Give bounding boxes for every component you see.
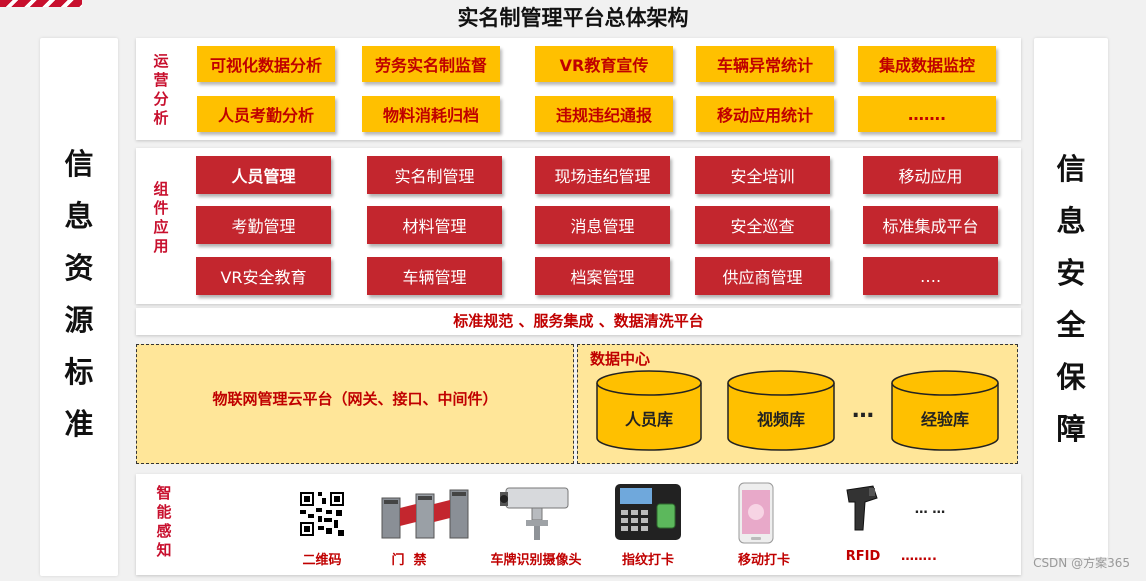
right-column-char: 全 bbox=[1056, 308, 1086, 342]
components-label-char: 应 bbox=[153, 218, 169, 236]
access-gate-label: 门 禁 bbox=[391, 553, 427, 568]
personnel-db-label: 人员库 bbox=[624, 410, 673, 429]
components-label-char: 件 bbox=[153, 199, 169, 217]
left-column-char: 信 bbox=[64, 147, 94, 181]
video-db-label: 视频库 bbox=[756, 410, 805, 429]
operations-label-char: 运 bbox=[153, 52, 169, 70]
ops-realname-supervision-box: 劳务实名制监督 bbox=[362, 46, 500, 82]
right-column-char: 保 bbox=[1056, 360, 1086, 394]
ops-integration-monitor-box: 集成数据监控 bbox=[858, 46, 996, 82]
ops-vr-education-box: VR教育宣传 bbox=[535, 46, 673, 82]
sensing-label-char: 能 bbox=[156, 503, 172, 521]
left-column-char: 息 bbox=[64, 199, 94, 233]
access-gate-icon bbox=[380, 484, 472, 546]
fingerprint-label: 指纹打卡 bbox=[621, 553, 674, 568]
left-column-char: 源 bbox=[64, 303, 94, 337]
rfid-label: RFID bbox=[845, 549, 881, 564]
comp-integration-platform-box: 标准集成平台 bbox=[863, 206, 998, 244]
iot-platform-label: 物联网管理云平台（网关、接口、中间件） bbox=[212, 390, 498, 408]
comp-vr-safety-box: VR安全教育 bbox=[196, 257, 331, 295]
comp-materials-box: 材料管理 bbox=[367, 206, 502, 244]
camera-label: 车牌识别摄像头 bbox=[490, 553, 582, 568]
ops-vehicle-anomaly-box: 车辆异常统计 bbox=[696, 46, 834, 82]
comp-attendance-box: 考勤管理 bbox=[196, 206, 331, 244]
left-column-char: 准 bbox=[64, 407, 94, 441]
iot-platform-panel bbox=[136, 344, 574, 464]
ops-mobile-stats-box: 移动应用统计 bbox=[696, 96, 834, 132]
ops-attendance-analysis-box: 人员考勤分析 bbox=[197, 96, 335, 132]
operations-label: 运 营 分 析 bbox=[149, 52, 173, 128]
database-cylinder-icon bbox=[727, 370, 835, 451]
comp-suppliers-box: 供应商管理 bbox=[695, 257, 830, 295]
comp-personnel-box: 人员管理 bbox=[196, 156, 331, 194]
right-column-char: 安 bbox=[1056, 256, 1086, 290]
right-column-char: 障 bbox=[1056, 412, 1086, 446]
left-column-char: 标 bbox=[64, 355, 94, 389]
comp-onsite-violation-box: 现场违纪管理 bbox=[535, 156, 670, 194]
left-column-char: 资 bbox=[64, 251, 94, 285]
right-column-panel: 信 息 安 全 保 障 bbox=[1034, 38, 1108, 558]
components-label: 组 件 应 用 bbox=[149, 180, 173, 256]
database-cylinder-icon bbox=[596, 370, 702, 451]
video-db-cylinder: 视频库 bbox=[727, 370, 835, 452]
fingerprint-icon bbox=[613, 482, 683, 546]
standards-bar: 标准规范 、服务集成 、数据清洗平台 bbox=[136, 308, 1021, 335]
sensing-label-char: 感 bbox=[156, 522, 172, 540]
smartphone-label: 移动打卡 bbox=[737, 553, 790, 568]
qr-code-label: 二维码 bbox=[302, 553, 342, 568]
experience-db-cylinder: 经验库 bbox=[891, 370, 999, 452]
comp-messages-box: 消息管理 bbox=[535, 206, 670, 244]
sensing-label: 智 能 感 知 bbox=[152, 484, 176, 560]
ops-visual-analysis-box: 可视化数据分析 bbox=[197, 46, 335, 82]
sensing-more-top: … … bbox=[914, 502, 946, 517]
right-column-char: 息 bbox=[1056, 204, 1086, 238]
comp-realname-box: 实名制管理 bbox=[367, 156, 502, 194]
sensing-more-bottom: …….. bbox=[901, 549, 937, 564]
comp-safety-patrol-box: 安全巡查 bbox=[695, 206, 830, 244]
barcode-scanner-icon bbox=[843, 484, 883, 538]
camera-icon bbox=[492, 484, 574, 544]
smartphone-icon bbox=[733, 482, 779, 548]
ops-material-archive-box: 物料消耗归档 bbox=[362, 96, 500, 132]
experience-db-label: 经验库 bbox=[920, 410, 969, 429]
comp-archives-box: 档案管理 bbox=[535, 257, 670, 295]
comp-more-box: …. bbox=[863, 257, 998, 295]
ops-more-box: ……. bbox=[858, 96, 996, 132]
page-title: 实名制管理平台总体架构 bbox=[457, 6, 689, 30]
personnel-db-cylinder: 人员库 bbox=[596, 370, 702, 452]
data-center-title: 数据中心 bbox=[590, 350, 651, 368]
database-cylinder-icon bbox=[891, 370, 999, 451]
sensing-label-char: 智 bbox=[156, 484, 172, 502]
comp-mobile-app-box: 移动应用 bbox=[863, 156, 998, 194]
operations-label-char: 营 bbox=[153, 71, 169, 89]
corner-stripe-decoration bbox=[0, 0, 82, 7]
comp-vehicles-box: 车辆管理 bbox=[367, 257, 502, 295]
sensing-label-char: 知 bbox=[156, 541, 172, 559]
qr-code-icon bbox=[298, 490, 346, 542]
watermark: CSDN @方案365 bbox=[1033, 556, 1130, 570]
right-column-char: 信 bbox=[1056, 152, 1086, 186]
components-label-char: 用 bbox=[153, 237, 169, 255]
operations-label-char: 分 bbox=[153, 90, 169, 108]
components-label-char: 组 bbox=[153, 180, 169, 198]
data-center-ellipsis: … bbox=[852, 398, 874, 423]
comp-safety-training-box: 安全培训 bbox=[695, 156, 830, 194]
ops-violation-report-box: 违规违纪通报 bbox=[535, 96, 673, 132]
left-column-panel: 信 息 资 源 标 准 bbox=[40, 38, 118, 576]
operations-label-char: 析 bbox=[153, 109, 169, 127]
